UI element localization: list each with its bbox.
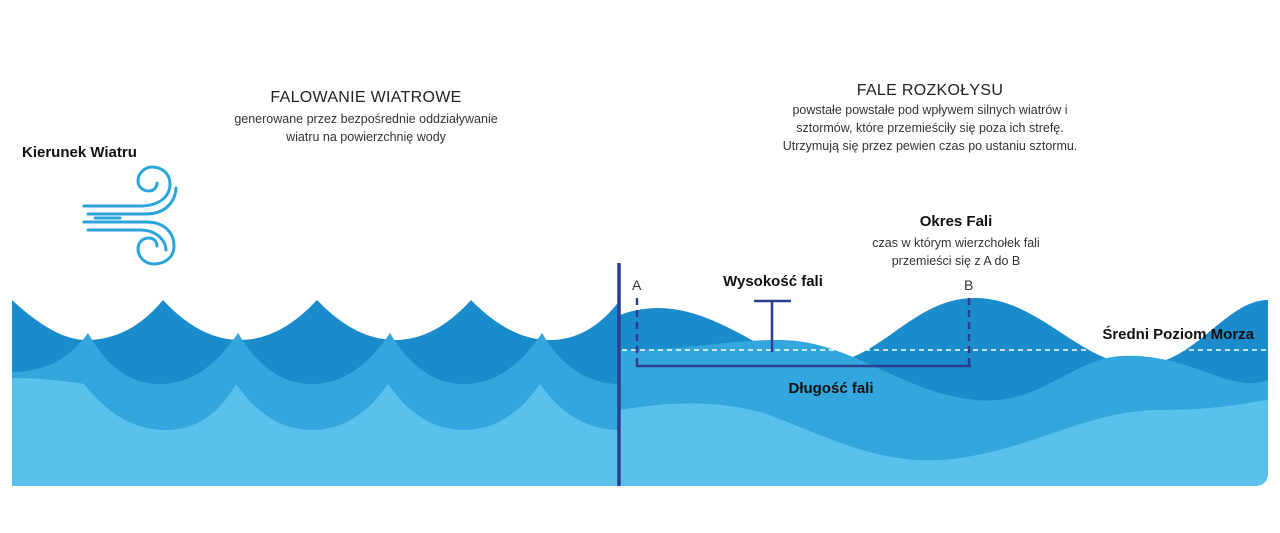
right-desc-line-3: Utrzymują się przez pewien czas po ustan…: [782, 139, 1078, 153]
period-desc-line-1: czas w którym wierzchołek fali: [872, 236, 1040, 250]
wind-wave-front: [12, 380, 620, 486]
wind-swirl-icon: [82, 165, 178, 266]
mean-sea-level-label: Średni Poziom Morza: [1102, 326, 1254, 343]
left-panel-description: generowane przez bezpośrednie oddziaływa…: [196, 110, 536, 146]
wave-height-label: Wysokość fali: [723, 273, 823, 290]
left-desc-line-2: wiatru na powierzchnię wody: [286, 130, 446, 144]
right-desc-line-1: powstałe powstałe pod wpływem silnych wi…: [792, 103, 1068, 117]
swell-wave-front: [620, 400, 1268, 486]
period-desc-line-2: przemieści się z A do B: [891, 254, 1021, 268]
swell-waves: [620, 298, 1268, 486]
right-panel-description: powstałe powstałe pod wpływem silnych wi…: [760, 101, 1100, 155]
left-desc-line-1: generowane przez bezpośrednie oddziaływa…: [234, 112, 498, 126]
wave-length-label: Długość fali: [788, 380, 874, 397]
point-b-label: B: [964, 277, 974, 293]
wind-direction-label: Kierunek Wiatru: [22, 144, 137, 161]
wave-period-description: czas w którym wierzchołek fali przemieśc…: [856, 234, 1056, 270]
left-panel-title: FALOWANIE WIATROWE: [270, 89, 462, 106]
wind-waves: [12, 300, 620, 486]
right-desc-line-2: sztormów, które przemieściły się poza ic…: [796, 121, 1064, 135]
right-panel-title: FALE ROZKOŁYSU: [856, 82, 1004, 99]
wave-period-title: Okres Fali: [919, 213, 993, 230]
point-a-label: A: [632, 277, 642, 293]
